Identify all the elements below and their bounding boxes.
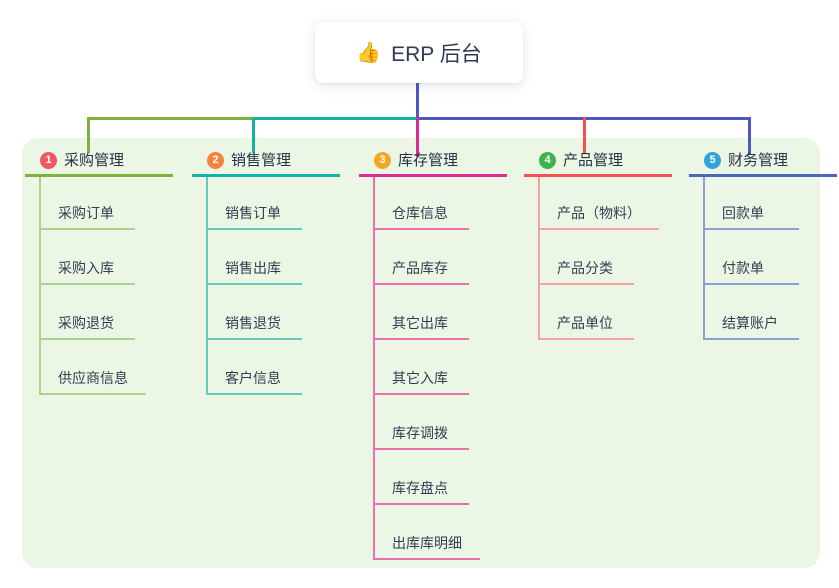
child-label: 其它出库	[392, 315, 448, 331]
child-label: 销售订单	[225, 205, 281, 221]
branch-header[interactable]: 4 产品管理	[524, 150, 672, 177]
branch-drop-1-connector	[87, 117, 90, 153]
root-label: ERP 后台	[391, 42, 482, 66]
child-node[interactable]: 付款单	[705, 230, 799, 285]
branch-number-badge: 5	[704, 152, 721, 169]
branch-label: 采购管理	[64, 152, 125, 169]
child-node[interactable]: 销售退货	[208, 285, 302, 340]
branch-label: 财务管理	[728, 152, 789, 169]
child-node[interactable]: 产品库存	[375, 230, 469, 285]
branch-label: 销售管理	[231, 152, 292, 169]
branch-children: 销售订单销售出库销售退货客户信息	[206, 177, 302, 395]
child-label: 产品单位	[557, 315, 613, 331]
child-node[interactable]: 结算账户	[705, 285, 799, 340]
branch-label: 库存管理	[398, 152, 459, 169]
child-node[interactable]: 回款单	[705, 177, 799, 230]
child-node[interactable]: 销售出库	[208, 230, 302, 285]
child-node[interactable]: 其它入库	[375, 340, 469, 395]
branch-5: 5 财务管理 回款单付款单结算账户	[689, 150, 837, 340]
child-label: 回款单	[722, 205, 764, 221]
child-node[interactable]: 库存盘点	[375, 450, 469, 505]
child-label: 销售出库	[225, 260, 281, 276]
branch-line-2-connector	[253, 117, 418, 120]
branch-3: 3 库存管理 仓库信息产品库存其它出库其它入库库存调拨库存盘点出库库明细	[359, 150, 507, 560]
child-node[interactable]: 产品（物料）	[540, 177, 659, 230]
child-node[interactable]: 采购订单	[41, 177, 135, 230]
branch-header[interactable]: 5 财务管理	[689, 150, 837, 177]
root-node-erp[interactable]: 👍 ERP 后台	[315, 22, 523, 83]
child-node[interactable]: 供应商信息	[41, 340, 146, 395]
branch-header[interactable]: 3 库存管理	[359, 150, 507, 177]
branch-number-badge: 4	[539, 152, 556, 169]
branch-drop-2-connector	[252, 117, 255, 153]
child-label: 其它入库	[392, 370, 448, 386]
branch-number-badge: 3	[374, 152, 391, 169]
child-label: 产品分类	[557, 260, 613, 276]
branch-children: 仓库信息产品库存其它出库其它入库库存调拨库存盘点出库库明细	[373, 177, 480, 560]
child-label: 采购入库	[58, 260, 114, 276]
branch-2: 2 销售管理 销售订单销售出库销售退货客户信息	[192, 150, 340, 395]
child-node[interactable]: 出库库明细	[375, 505, 480, 560]
child-label: 出库库明细	[392, 535, 462, 551]
branch-line-1-connector	[87, 117, 253, 120]
branch-drop-4-connector	[583, 117, 586, 153]
branch-1: 1 采购管理 采购订单采购入库采购退货供应商信息	[25, 150, 173, 395]
branch-label: 产品管理	[563, 152, 624, 169]
child-label: 采购退货	[58, 315, 114, 331]
child-node[interactable]: 产品分类	[540, 230, 634, 285]
child-label: 库存盘点	[392, 480, 448, 496]
child-label: 产品（物料）	[557, 205, 641, 221]
thumbs-up-icon: 👍	[356, 42, 382, 64]
child-label: 产品库存	[392, 260, 448, 276]
child-label: 采购订单	[58, 205, 114, 221]
child-node[interactable]: 采购入库	[41, 230, 135, 285]
child-label: 供应商信息	[58, 370, 128, 386]
child-node[interactable]: 采购退货	[41, 285, 135, 340]
branch-number-badge: 2	[207, 152, 224, 169]
branch-children: 产品（物料） 产品分类产品单位	[538, 177, 659, 340]
branches-panel	[22, 138, 820, 568]
branch-4: 4 产品管理 产品（物料） 产品分类产品单位	[524, 150, 672, 340]
child-label: 付款单	[722, 260, 764, 276]
child-node[interactable]: 销售订单	[208, 177, 302, 230]
child-node[interactable]: 其它出库	[375, 285, 469, 340]
child-label: 仓库信息	[392, 205, 448, 221]
branch-drop-5-connector	[748, 117, 751, 155]
child-node[interactable]: 库存调拨	[375, 395, 469, 450]
child-label: 结算账户	[722, 315, 778, 331]
child-node[interactable]: 产品单位	[540, 285, 634, 340]
child-label: 客户信息	[225, 370, 281, 386]
branch-children: 回款单付款单结算账户	[703, 177, 799, 340]
branch-children: 采购订单采购入库采购退货供应商信息	[39, 177, 146, 395]
child-node[interactable]: 客户信息	[208, 340, 302, 395]
root-stem-connector	[416, 83, 419, 119]
branch-header[interactable]: 1 采购管理	[25, 150, 173, 177]
child-node[interactable]: 仓库信息	[375, 177, 469, 230]
branch-number-badge: 1	[40, 152, 57, 169]
child-label: 销售退货	[225, 315, 281, 331]
child-label: 库存调拨	[392, 425, 448, 441]
branch-drop-3-connector	[416, 117, 419, 157]
branch-header[interactable]: 2 销售管理	[192, 150, 340, 177]
